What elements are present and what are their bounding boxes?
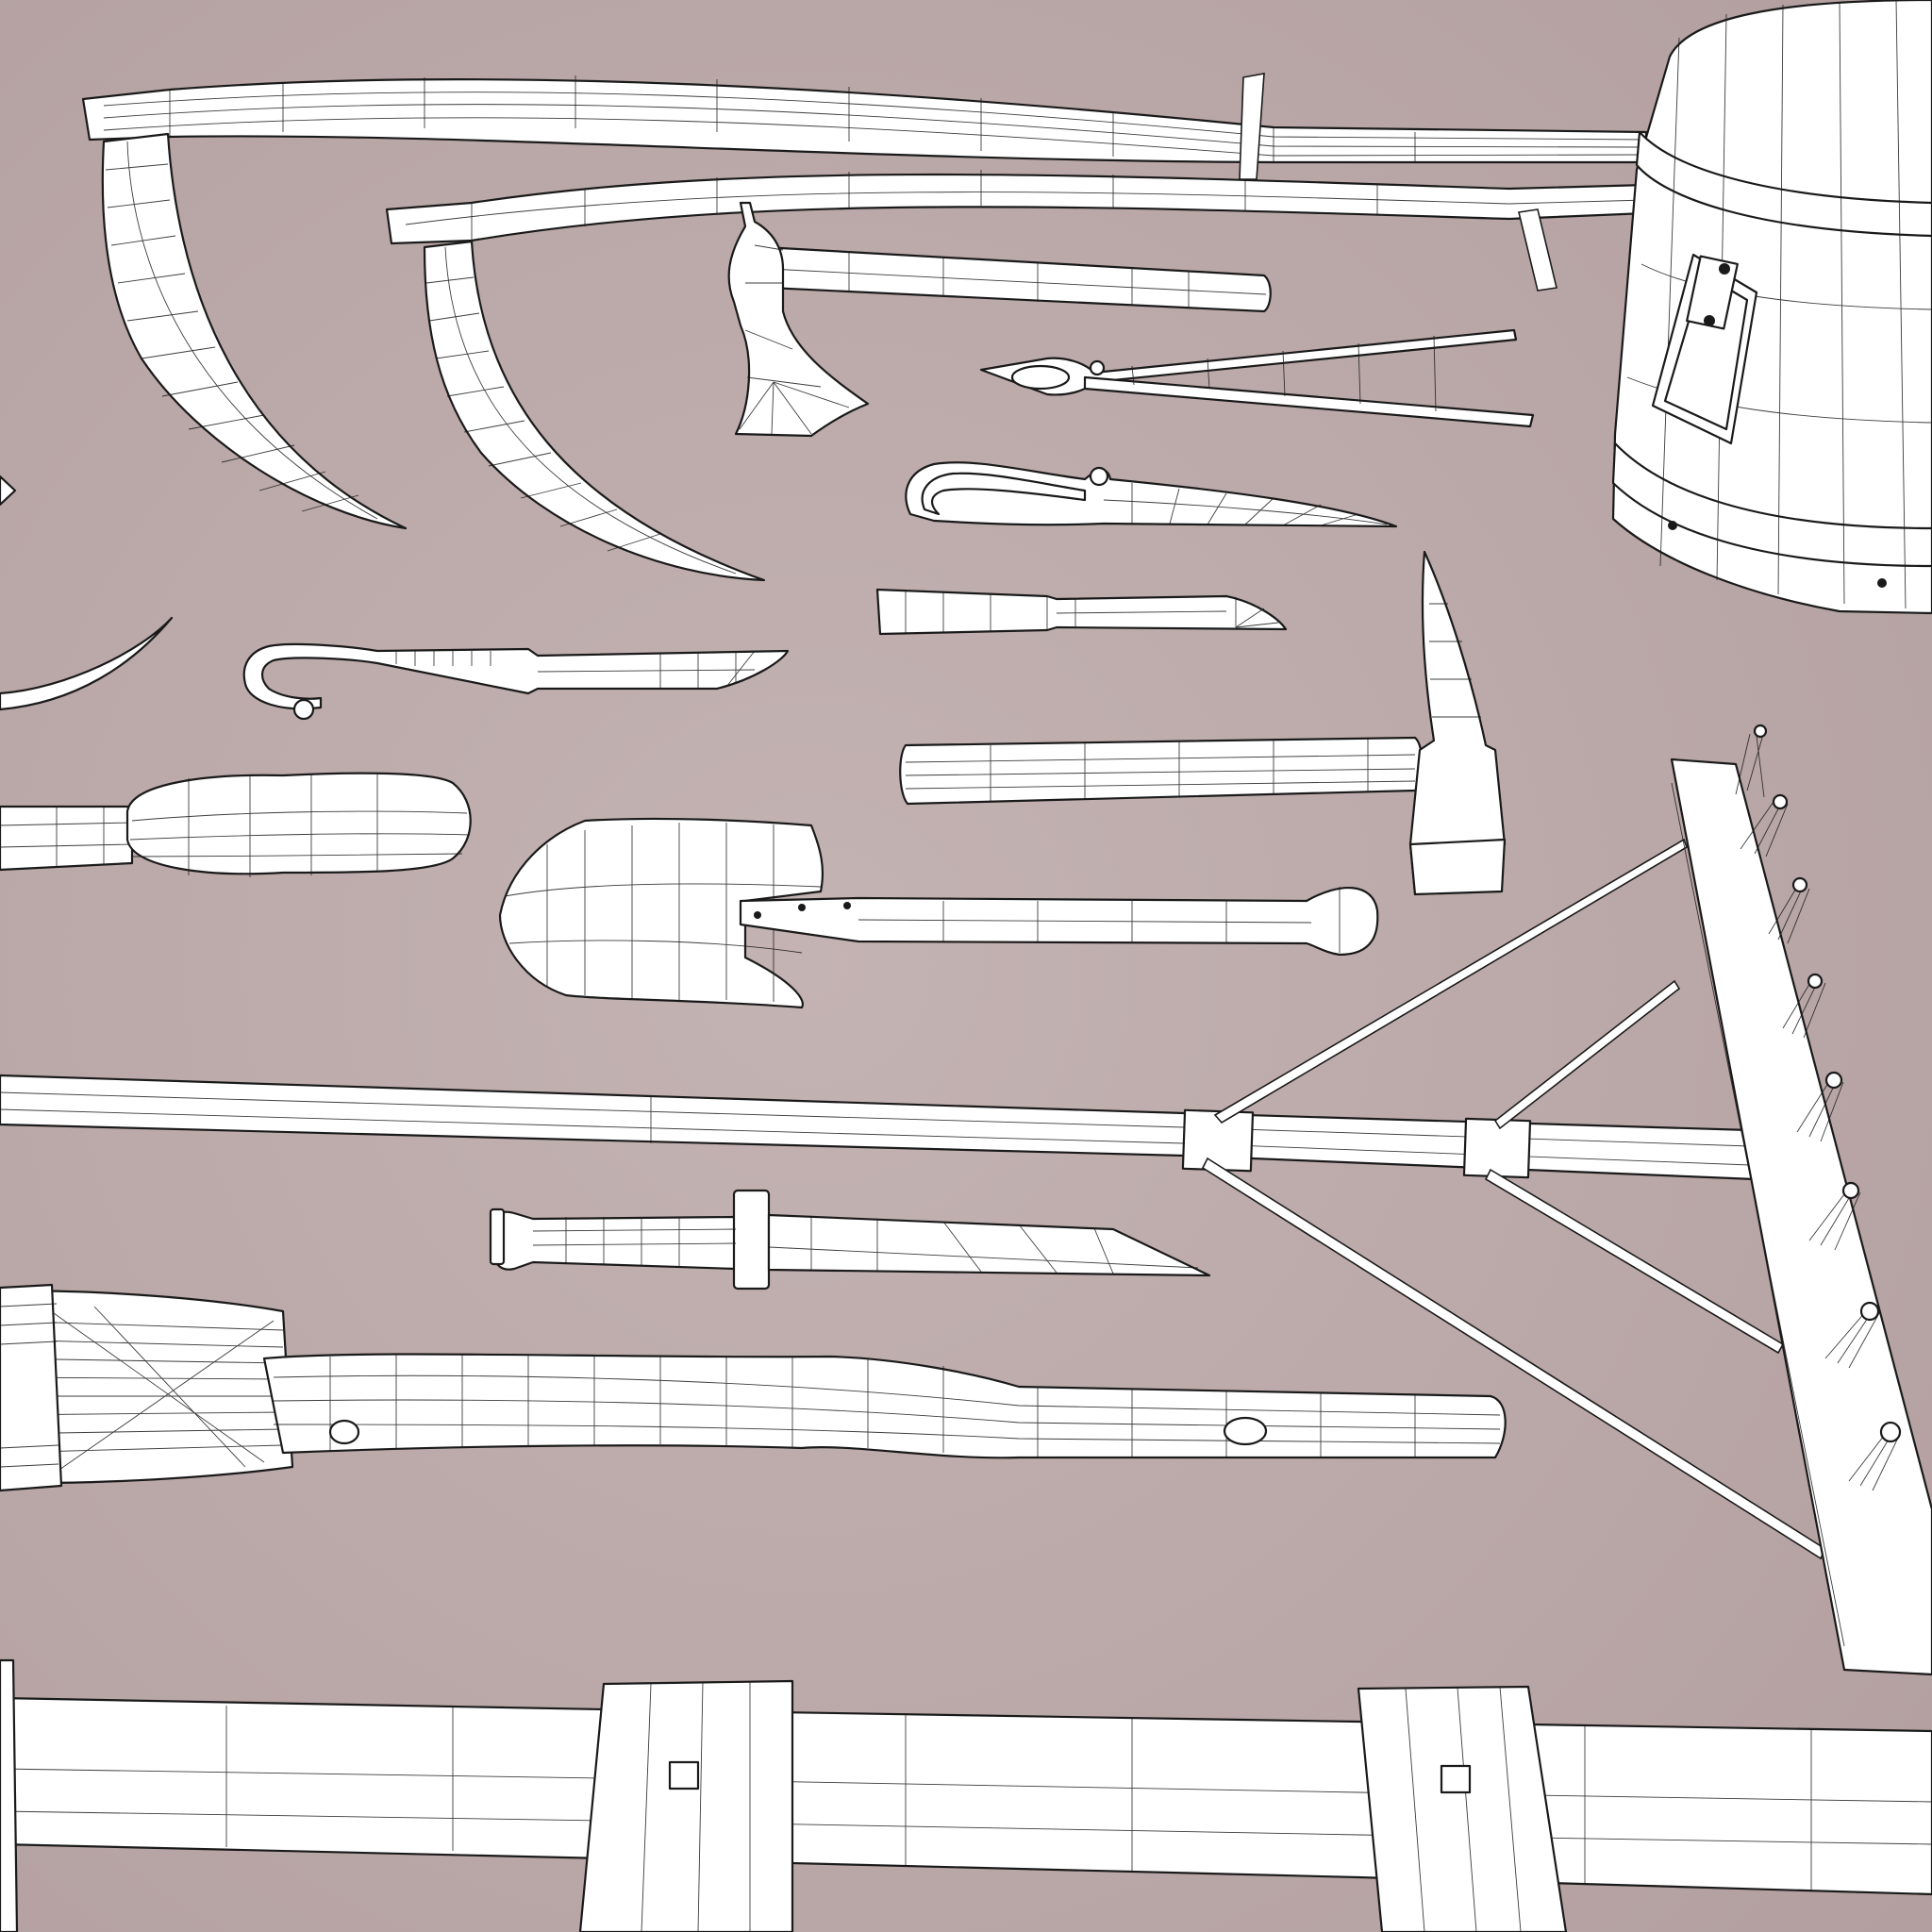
- tongs[interactable]: [979, 328, 1535, 428]
- hay-rake[interactable]: [0, 724, 1932, 1676]
- curved-knife-loop-handle[interactable]: [905, 461, 1398, 528]
- pickaxe-hammer[interactable]: [899, 550, 1507, 896]
- dagger[interactable]: [489, 1189, 1211, 1291]
- club-mallet[interactable]: [0, 772, 472, 877]
- wooden-bucket[interactable]: [1611, 0, 1932, 615]
- hatchet[interactable]: [727, 201, 1272, 438]
- hook-knife[interactable]: [242, 642, 790, 721]
- wooden-fence[interactable]: [0, 1658, 1932, 1932]
- shovel[interactable]: [498, 817, 1379, 1009]
- birch-broom[interactable]: [0, 1283, 1507, 1492]
- scythe-small[interactable]: [385, 170, 1648, 582]
- small-knife[interactable]: [875, 588, 1288, 636]
- sickle-partial[interactable]: [0, 475, 174, 711]
